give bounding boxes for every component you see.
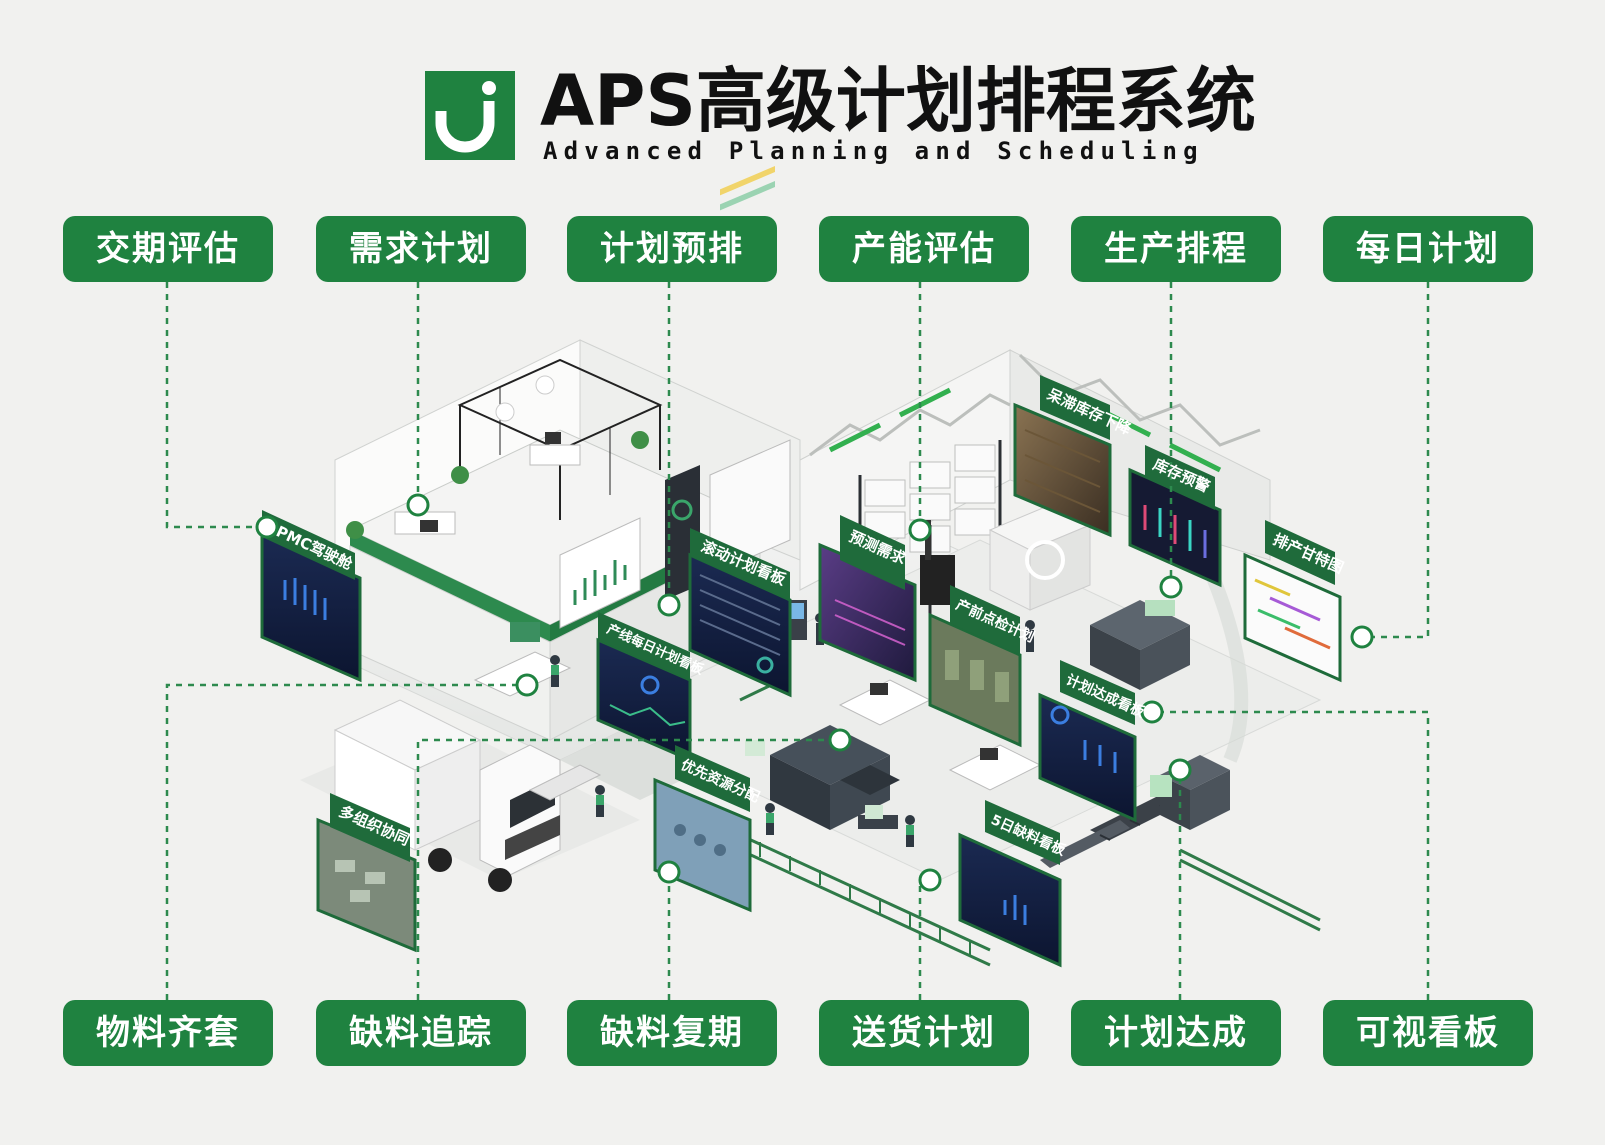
pre-check-plan-screen <box>928 585 1022 748</box>
feature-plan-pre-schedule[interactable]: 计划预排 <box>567 216 777 282</box>
feature-daily-plan[interactable]: 每日计划 <box>1323 216 1533 282</box>
connector-nodes <box>255 493 1374 892</box>
connector-lines <box>165 282 1430 1000</box>
feature-plan-achievement[interactable]: 计划达成 <box>1071 1000 1281 1066</box>
feature-production-scheduling[interactable]: 生产排程 <box>1071 216 1281 282</box>
feature-demand-plan[interactable]: 需求计划 <box>316 216 526 282</box>
gantt-chart-screen <box>1243 520 1342 683</box>
rolling-plan-screen <box>688 528 792 698</box>
feature-shortage-recovery[interactable]: 缺料复期 <box>567 1000 777 1066</box>
line-daily-plan-screen <box>596 612 692 763</box>
feature-material-kitting[interactable]: 物料齐套 <box>63 1000 273 1066</box>
shortage-5day-screen <box>958 800 1062 968</box>
forecast-demand-screen <box>818 515 917 683</box>
pmc-cockpit-screen <box>260 510 362 683</box>
feature-delivery-plan[interactable]: 送货计划 <box>819 1000 1029 1066</box>
production-line <box>550 600 1321 967</box>
inventory-warning-screen <box>1128 445 1222 588</box>
slow-stock-screen <box>1013 375 1112 538</box>
page-subtitle: Advanced Planning and Scheduling <box>543 137 1204 165</box>
feature-visual-dashboard[interactable]: 可视看板 <box>1323 1000 1533 1066</box>
feature-delivery-assessment[interactable]: 交期评估 <box>63 216 273 282</box>
page-title: APS高级计划排程系统 <box>540 60 1256 142</box>
feature-shortage-tracking[interactable]: 缺料追踪 <box>316 1000 526 1066</box>
feature-capacity-assessment[interactable]: 产能评估 <box>819 216 1029 282</box>
brand-logo-icon <box>425 71 515 160</box>
plan-achievement-screen <box>1038 660 1137 823</box>
multi-org-screen <box>316 793 417 953</box>
